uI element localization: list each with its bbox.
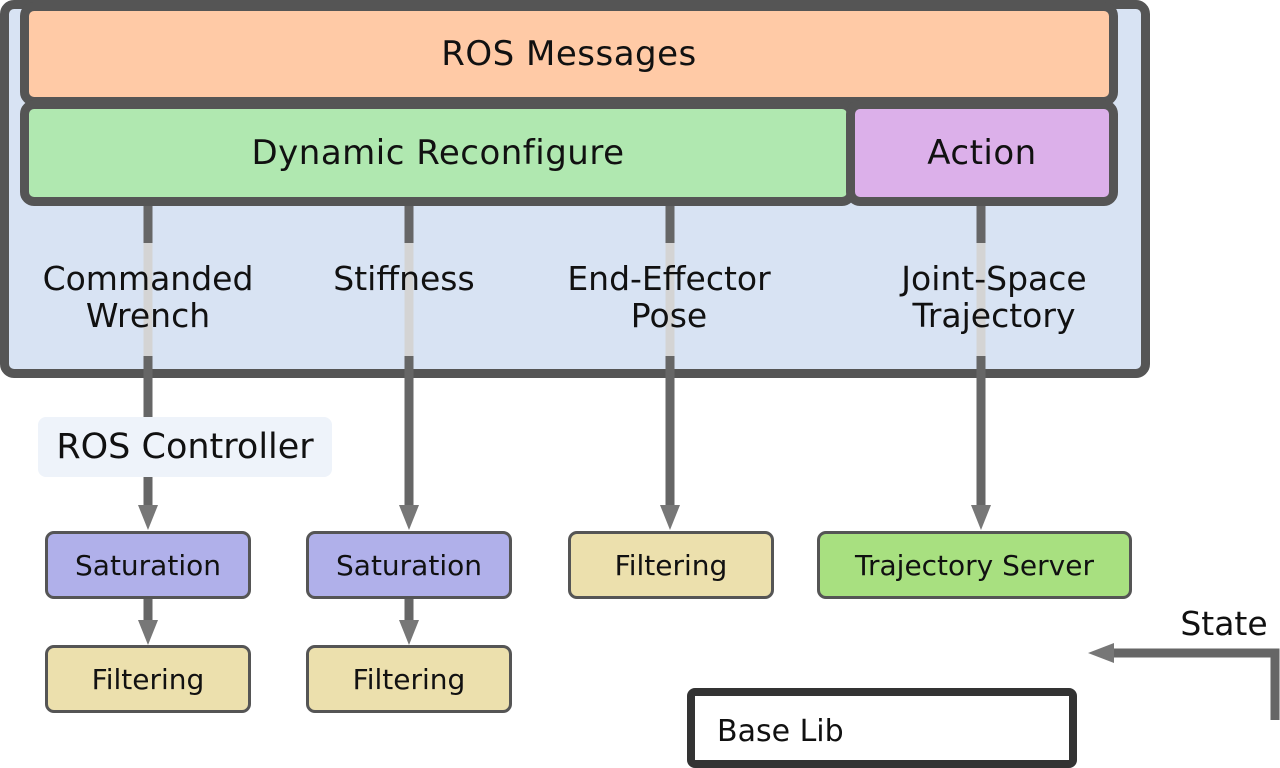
ros-messages-bar: ROS Messages xyxy=(20,2,1118,106)
arrowhead-wrench xyxy=(138,505,158,530)
arrowhead-stiffness xyxy=(399,505,419,530)
arrowhead-trajectory xyxy=(971,505,991,530)
saturation-block-stiffness: Saturation xyxy=(306,531,512,599)
filtering-block-wrench: Filtering xyxy=(45,645,251,713)
state-label: State xyxy=(1180,604,1268,643)
arrowhead-sat1-filt1 xyxy=(138,620,158,645)
filtering-block-stiffness: Filtering xyxy=(306,645,512,713)
filtering-block-pose: Filtering xyxy=(568,531,774,599)
ros-controller-title: ROS Controller xyxy=(38,417,332,477)
signal-label-stiffness: Stiffness xyxy=(333,259,475,298)
connector-state-feedback xyxy=(1112,648,1280,720)
arrowhead-pose xyxy=(660,505,680,530)
trajectory-server-block: Trajectory Server xyxy=(817,531,1132,599)
saturation-block-wrench: Saturation xyxy=(45,531,251,599)
arrowhead-state xyxy=(1088,643,1114,663)
base-library-block: Base Lib xyxy=(687,688,1077,768)
arrowhead-sat2-filt2 xyxy=(399,620,419,645)
dynamic-reconfigure-block: Dynamic Reconfigure xyxy=(20,100,856,206)
connector-layer xyxy=(138,206,1280,720)
action-block: Action xyxy=(846,100,1118,206)
